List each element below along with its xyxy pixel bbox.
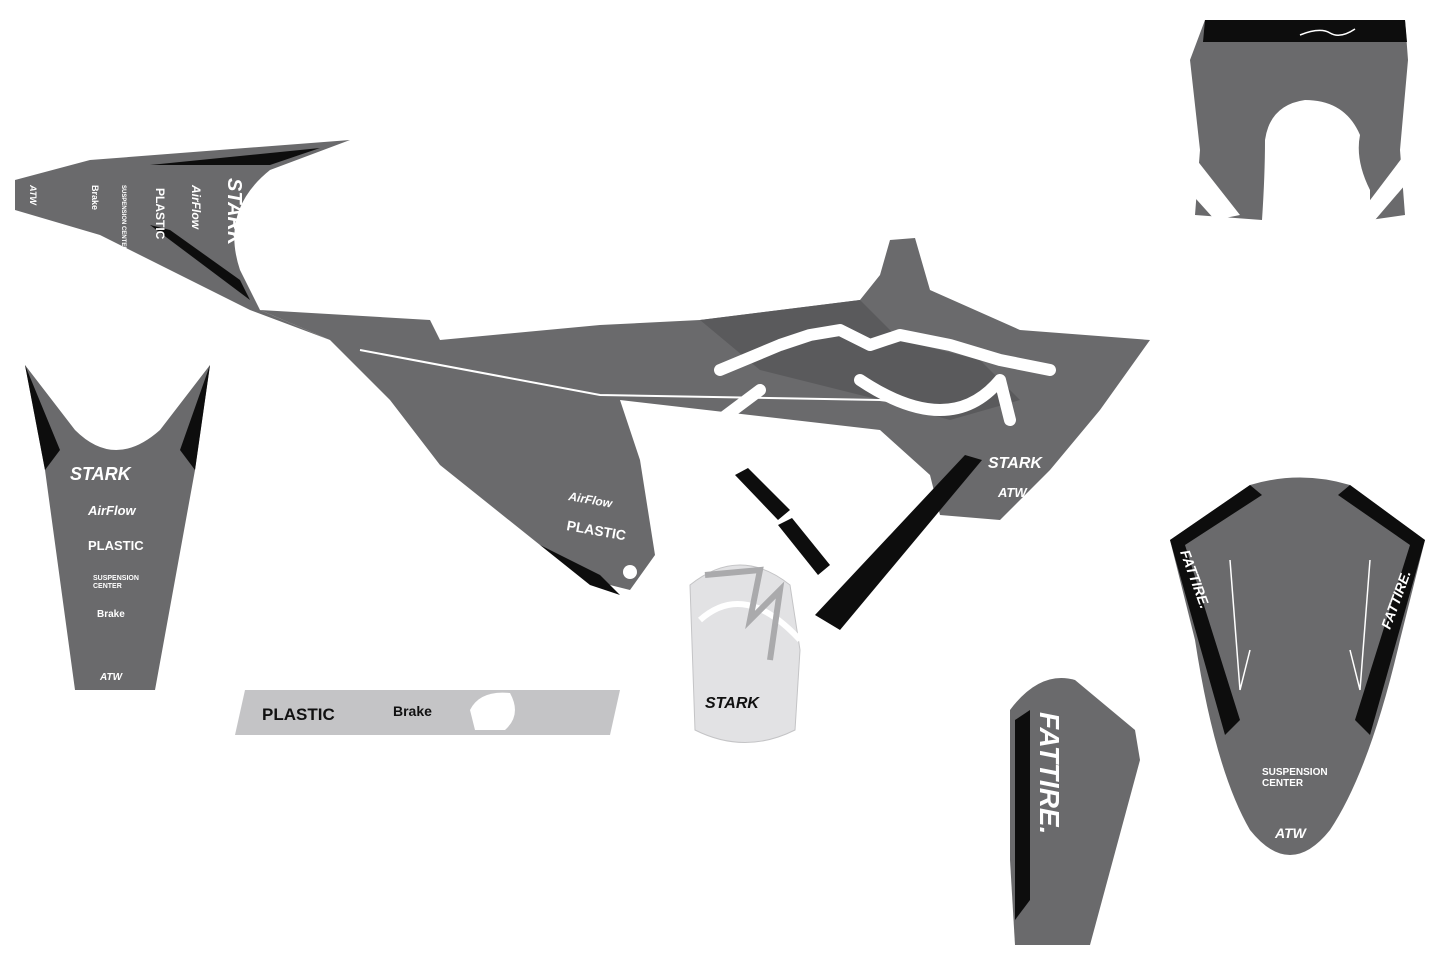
front-fender-decal: FATTIRE. FATTIRE. SUSPENSION CENTER ATW	[1170, 477, 1425, 855]
brand-brake: Brake	[393, 703, 432, 719]
swingarm-decal: PLASTIC Brake	[235, 690, 620, 735]
brand-fattire: FATTIRE.	[1034, 712, 1065, 834]
brand-airflow: AirFlow	[87, 503, 137, 518]
brand-plastic: PLASTIC	[153, 188, 167, 240]
fork-guard-decal: FATTIRE.	[1010, 678, 1140, 945]
side-panel-decal: AirFlow PLASTIC STARK ATW	[260, 238, 1150, 595]
brand-suspension: SUSPENSION	[93, 575, 139, 582]
brand-atw: ATW	[1274, 825, 1308, 841]
brand-suspension: SUSPENSION	[1262, 767, 1328, 778]
signature-icon	[1299, 28, 1356, 36]
signature-icon	[1229, 559, 1371, 691]
signature-icon	[704, 566, 785, 661]
radiator-shroud-decal: STARK AirFlow PLASTIC SUSPENSION CENTER …	[15, 140, 350, 340]
brand-atw: ATW	[997, 485, 1028, 500]
brand-plastic: PLASTIC	[262, 705, 335, 724]
brand-brake: Brake	[97, 609, 125, 620]
brand-stark: STARK	[223, 178, 245, 247]
frame-strips	[735, 455, 982, 630]
rear-fender-decal: STARK AirFlow PLASTIC SUSPENSION CENTER …	[25, 365, 210, 690]
signature-icon	[714, 324, 1056, 458]
front-number-plate	[1185, 20, 1408, 220]
side-number-plate: STARK	[689, 564, 803, 743]
brand-stark: STARK	[705, 695, 760, 712]
brand-stark: STARK	[988, 455, 1043, 472]
brand-suspension-center: SUSPENSION CENTER	[120, 185, 126, 251]
brand-stark: STARK	[70, 464, 133, 484]
brand-center: CENTER	[93, 583, 122, 590]
brand-atw: ATW	[99, 672, 124, 683]
brand-plastic: PLASTIC	[88, 538, 144, 553]
brand-brake: Brake	[90, 185, 100, 210]
brand-center: CENTER	[1262, 778, 1304, 789]
brand-atw: ATW	[28, 184, 38, 206]
brand-airflow: AirFlow	[189, 184, 203, 230]
